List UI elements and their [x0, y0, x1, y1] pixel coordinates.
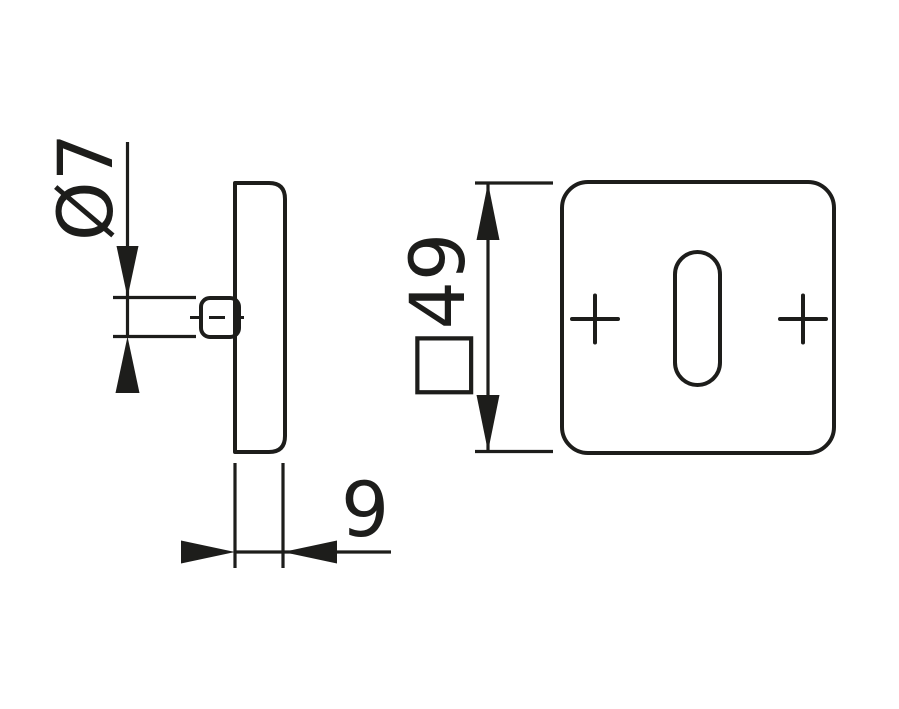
arrowhead-down-icon: [476, 395, 500, 452]
arrowhead-down-icon: [116, 246, 139, 298]
dimension-pin-diameter: Ø7: [41, 133, 196, 393]
dimension-plate-thickness: 9: [181, 463, 391, 568]
front-view: [560, 180, 836, 455]
dimension-label-pin-diameter: Ø7: [41, 133, 130, 241]
dimension-label-square: □49: [393, 233, 482, 402]
side-view: [190, 181, 287, 454]
dimension-plate-square: □49: [393, 181, 553, 454]
dimension-label-thickness: 9: [341, 465, 389, 554]
square-rosette-plate: [560, 180, 836, 455]
keyhole-slot: [673, 250, 722, 387]
arrowhead-up-icon: [476, 183, 500, 240]
plate-side-profile: [233, 181, 287, 454]
arrowhead-right-icon: [181, 540, 235, 564]
arrowhead-up-icon: [115, 336, 140, 393]
arrowhead-left-icon: [283, 540, 337, 564]
